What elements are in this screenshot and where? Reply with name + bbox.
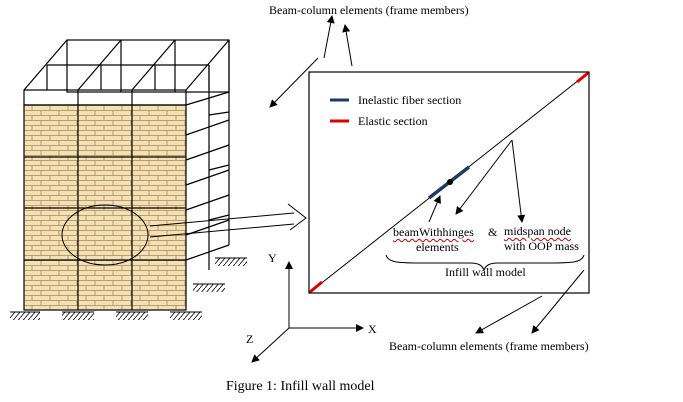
figure-caption: Figure 1: Infill wall model [226,379,375,394]
elastic-end-bottom [309,280,323,294]
elements-label: elements [416,240,459,254]
coordinate-axes [251,261,364,363]
legend-inelastic-label: Inelastic fiber section [358,93,462,107]
axis-x-label: X [368,322,377,336]
annotation-arrows [428,139,526,223]
brace [385,254,585,272]
with-oop-mass-label: with OOP mass [504,239,579,253]
midspan-node-text: midspan node [504,224,571,238]
highlight-ellipse [61,204,149,266]
legend-elastic-label: Elastic section [358,114,428,128]
infill-wall-model-label: Infill wall model [445,265,526,279]
supports [10,257,247,320]
bottom-beam-column-arrows [475,269,585,334]
elastic-end-top [576,71,589,84]
top-beam-column-label: Beam-column elements (frame members) [269,3,469,17]
detail-box [308,71,590,294]
axis-y-label: Y [268,251,277,265]
building-frame [23,39,230,270]
midspan-node [447,179,453,185]
brick-infill-face [23,104,187,311]
axis-z-label: Z [246,332,254,346]
ampersand-label: & [488,225,498,239]
bottom-beam-column-label: Beam-column elements (frame members) [389,339,589,353]
top-beam-column-arrows [269,15,353,108]
beam-with-hinges-label: beamWithhinges [393,225,474,239]
midspan-node-label: midspan node [504,224,571,238]
detail-arrow [149,203,307,238]
